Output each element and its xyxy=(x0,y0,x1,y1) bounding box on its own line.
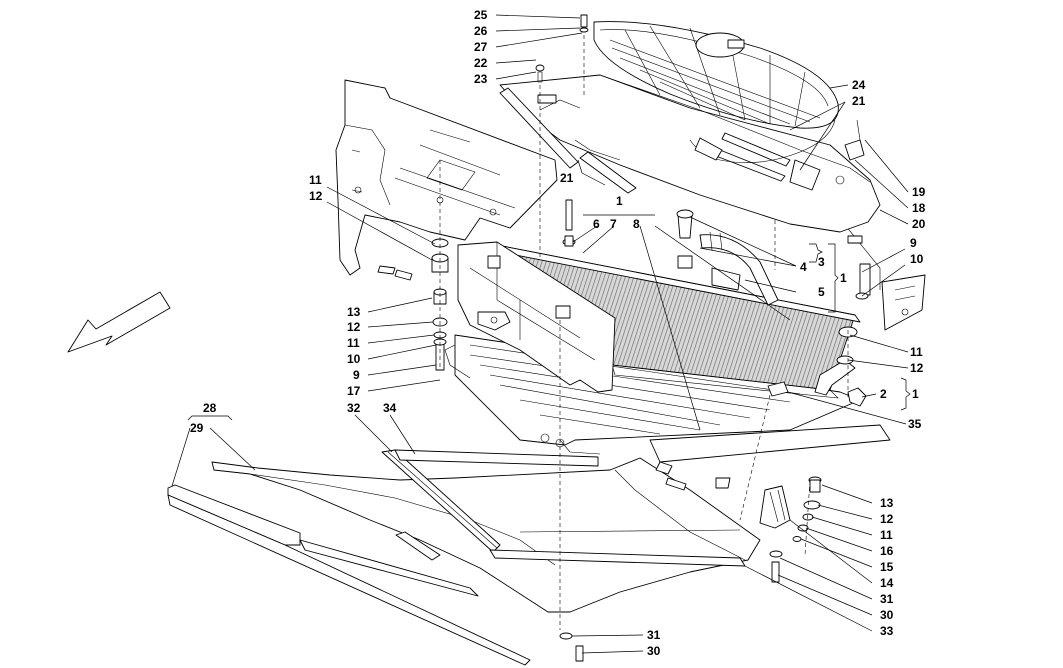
callout-26: 26 xyxy=(474,24,488,38)
callout-24: 24 xyxy=(852,78,866,92)
callout-29: 29 xyxy=(190,421,204,435)
callout-9-left: 9 xyxy=(353,368,360,382)
callout-7: 7 xyxy=(610,217,617,231)
callout-31-right: 31 xyxy=(880,592,894,606)
callout-11-right: 11 xyxy=(910,345,923,359)
callout-1-top: 1 xyxy=(616,194,623,208)
callout-14: 14 xyxy=(880,576,894,590)
radiator-assembly xyxy=(457,199,861,399)
callout-15: 15 xyxy=(880,560,894,574)
callout-31-bottom: 31 xyxy=(647,628,661,642)
callout-30-right: 30 xyxy=(880,608,894,622)
callout-23: 23 xyxy=(474,72,488,86)
callout-2: 2 xyxy=(880,387,887,401)
assembly-center-lines xyxy=(439,35,849,630)
callout-11-upper-left: 11 xyxy=(309,173,322,187)
callout-11-right-lower: 11 xyxy=(880,528,893,542)
callout-33: 33 xyxy=(880,624,894,638)
callout-9-upper: 9 xyxy=(910,236,917,250)
callout-12-right: 12 xyxy=(910,361,924,375)
callout-1-right: 1 xyxy=(840,271,847,285)
callout-21-top: 21 xyxy=(852,94,866,108)
callout-34: 34 xyxy=(383,401,397,415)
callout-12-right-lower: 12 xyxy=(880,512,894,526)
callout-20: 20 xyxy=(912,217,926,231)
callout-6: 6 xyxy=(593,217,600,231)
callout-10-left: 10 xyxy=(347,352,361,366)
callout-16: 16 xyxy=(880,544,894,558)
callout-11-left: 11 xyxy=(347,336,360,350)
callout-13-left: 13 xyxy=(347,305,361,319)
callout-17: 17 xyxy=(347,384,361,398)
callout-12-left: 12 xyxy=(347,320,361,334)
callout-12-upper-left: 12 xyxy=(309,189,323,203)
callout-8: 8 xyxy=(633,217,640,231)
callout-13-right: 13 xyxy=(880,496,894,510)
callout-labels: 25 26 27 22 23 24 21 21 19 18 20 1 6 7 8… xyxy=(190,8,926,658)
callout-35: 35 xyxy=(908,417,922,431)
callout-30-bottom: 30 xyxy=(647,644,661,658)
callout-27: 27 xyxy=(474,40,488,54)
callout-4: 4 xyxy=(800,260,807,274)
chassis-bracket xyxy=(335,79,558,276)
callout-22: 22 xyxy=(474,56,488,70)
callout-18: 18 xyxy=(912,201,926,215)
callout-28: 28 xyxy=(203,401,217,415)
callout-32: 32 xyxy=(347,401,361,415)
cooling-fan xyxy=(593,21,839,129)
callout-3: 3 xyxy=(818,255,825,269)
fan-shroud xyxy=(499,74,881,233)
callout-25: 25 xyxy=(474,8,488,22)
callout-21-left: 21 xyxy=(560,171,574,185)
callout-10-upper: 10 xyxy=(910,252,924,266)
front-direction-arrow-icon xyxy=(67,291,171,353)
callout-5: 5 xyxy=(818,285,825,299)
callout-leader-lines xyxy=(171,14,911,654)
callout-1-lower: 1 xyxy=(912,387,919,401)
callout-19: 19 xyxy=(912,185,926,199)
lower-air-deflector xyxy=(167,381,891,666)
